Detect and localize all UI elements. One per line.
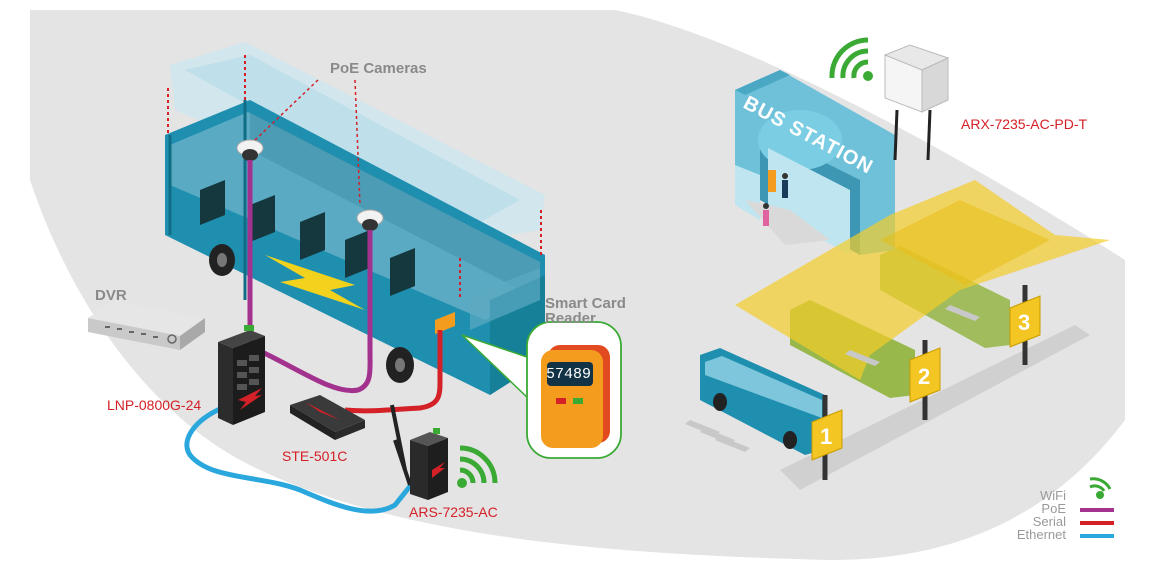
- poe-camera-2: [356, 209, 384, 231]
- serial-cable: [344, 330, 443, 414]
- camera-pointer-lines: [254, 79, 361, 206]
- platform-floor: [780, 325, 1090, 490]
- legend-ethernet: Ethernet: [1016, 527, 1066, 542]
- ground-markings: [685, 305, 980, 452]
- poe-camera-1: [236, 139, 264, 161]
- canopy: [735, 180, 1110, 380]
- lnp-switch: [218, 325, 265, 425]
- station-wifi-icon: [829, 37, 873, 81]
- ars-label: ARS-7235-AC: [409, 504, 498, 520]
- poe-cameras-label: PoE Cameras: [330, 60, 427, 77]
- dvr-label: DVR: [95, 287, 127, 304]
- wifi-icon: [457, 445, 498, 488]
- ethernet-cable: [184, 405, 417, 514]
- platform-sign-3: [1009, 295, 1041, 348]
- platform-sign-2: [909, 347, 941, 403]
- smart-card-reader-label-line1: Smart Card: [545, 295, 626, 312]
- smart-card-reader-label-line2: Reader: [545, 310, 596, 327]
- legend-swatches: [1080, 477, 1114, 538]
- legend-wifi: WiFi: [1040, 488, 1066, 503]
- arx-label: ARX-7235-AC-PD-T: [961, 116, 1088, 132]
- platform-number-3: 3: [1018, 310, 1031, 335]
- lnp-label: LNP-0800G-24: [107, 397, 202, 413]
- ste-label: STE-501C: [282, 448, 348, 464]
- platform-sign-1: [811, 409, 843, 461]
- bus-station: [735, 70, 895, 255]
- station-bus-left: [700, 348, 830, 455]
- card-number-display: 57489: [546, 366, 592, 383]
- dvr: [88, 300, 205, 350]
- arx-access-point: [883, 44, 950, 161]
- platform-number-2: 2: [918, 364, 931, 389]
- poe-cable: [247, 160, 373, 394]
- bus: [165, 42, 545, 395]
- smart-card-reader-label: Smart Card Reader: [545, 296, 626, 326]
- legend-poe: PoE: [1041, 501, 1066, 516]
- ars-router: [390, 404, 448, 500]
- smart-card-callout: [461, 321, 622, 459]
- legend-serial: Serial: [1032, 514, 1066, 529]
- platform-number-1: 1: [820, 424, 833, 449]
- legend: WiFi PoE Serial Ethernet: [990, 488, 1066, 548]
- ste-converter: [290, 395, 365, 440]
